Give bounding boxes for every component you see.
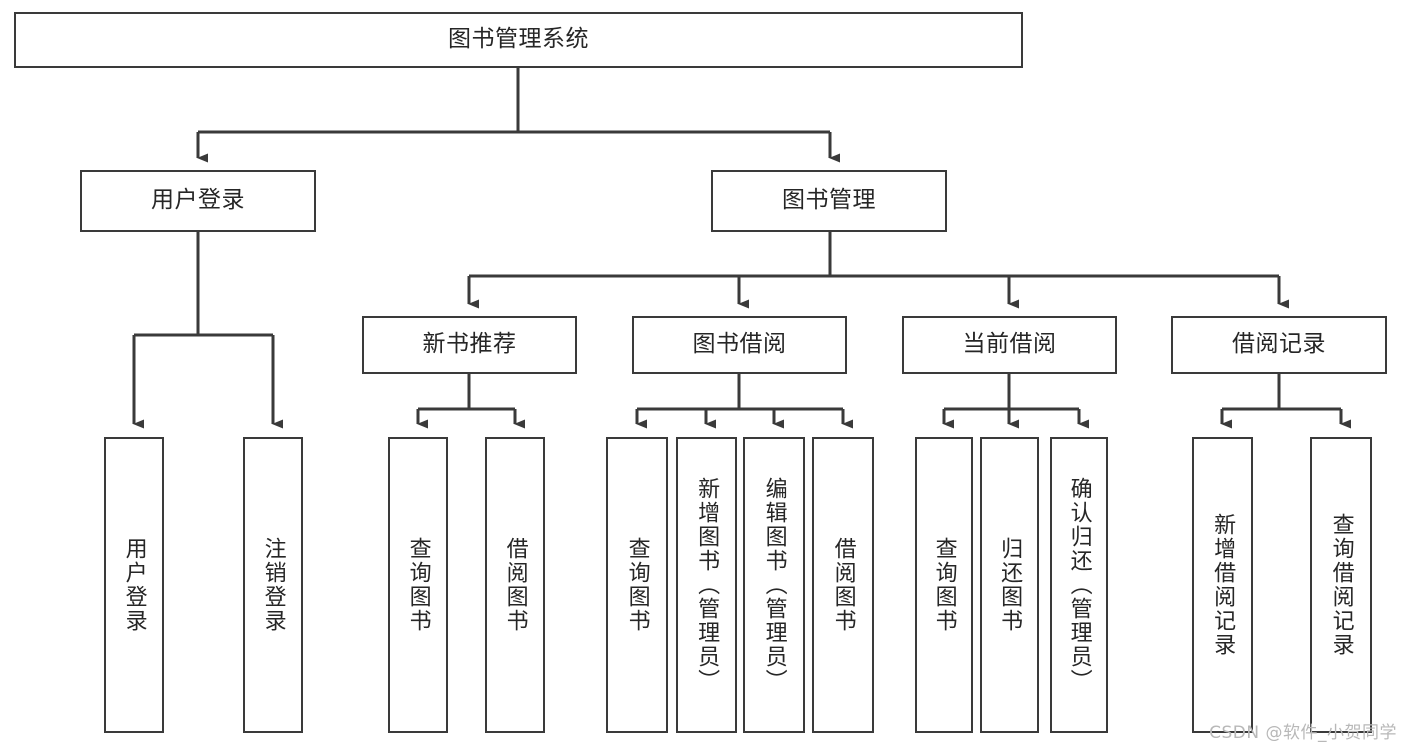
node-user-login-label: 用户登录 xyxy=(151,187,245,214)
node-leaf-borrow-book-label: 借阅图书 xyxy=(830,537,856,633)
node-leaf-borrow-book-rec-label: 借阅图书 xyxy=(502,537,528,633)
node-leaf-query-book-cur-label: 查询图书 xyxy=(931,537,957,633)
node-leaf-return-book-label: 归还图书 xyxy=(997,537,1023,633)
node-leaf-query-book-borrow[interactable]: 查询图书 xyxy=(606,437,668,733)
node-leaf-query-book-borrow-label: 查询图书 xyxy=(624,537,650,633)
node-borrow-record[interactable]: 借阅记录 xyxy=(1171,316,1387,374)
node-leaf-edit-book[interactable]: 编辑图书（管理员） xyxy=(743,437,805,733)
node-book-borrow-label: 图书借阅 xyxy=(692,331,787,358)
node-leaf-query-book-rec-label: 查询图书 xyxy=(405,537,431,633)
node-leaf-query-record-label: 查询借阅记录 xyxy=(1328,513,1354,657)
node-leaf-confirm-return-label: 确认归还（管理员） xyxy=(1066,477,1092,693)
node-leaf-query-book-cur[interactable]: 查询图书 xyxy=(915,437,973,733)
node-book-manage[interactable]: 图书管理 xyxy=(711,170,947,232)
node-current-borrow[interactable]: 当前借阅 xyxy=(902,316,1117,374)
node-leaf-add-book-label: 新增图书（管理员） xyxy=(694,477,720,693)
node-leaf-user-logout-label: 注销登录 xyxy=(260,537,286,633)
node-leaf-borrow-book-rec[interactable]: 借阅图书 xyxy=(485,437,545,733)
node-user-login[interactable]: 用户登录 xyxy=(80,170,316,232)
node-leaf-add-book[interactable]: 新增图书（管理员） xyxy=(676,437,737,733)
node-leaf-confirm-return[interactable]: 确认归还（管理员） xyxy=(1050,437,1108,733)
node-leaf-user-login[interactable]: 用户登录 xyxy=(104,437,164,733)
node-leaf-query-record[interactable]: 查询借阅记录 xyxy=(1310,437,1372,733)
node-leaf-user-logout[interactable]: 注销登录 xyxy=(243,437,303,733)
node-current-borrow-label: 当前借阅 xyxy=(962,331,1057,358)
node-new-book-rec[interactable]: 新书推荐 xyxy=(362,316,577,374)
node-borrow-record-label: 借阅记录 xyxy=(1232,331,1326,358)
node-root-label: 图书管理系统 xyxy=(448,26,589,53)
csdn-watermark: CSDN @软件_小贺同学 xyxy=(1209,723,1397,743)
node-leaf-borrow-book[interactable]: 借阅图书 xyxy=(812,437,874,733)
node-leaf-return-book[interactable]: 归还图书 xyxy=(980,437,1039,733)
node-book-borrow[interactable]: 图书借阅 xyxy=(632,316,847,374)
node-leaf-add-record[interactable]: 新增借阅记录 xyxy=(1192,437,1253,733)
node-leaf-add-record-label: 新增借阅记录 xyxy=(1210,513,1236,657)
node-new-book-rec-label: 新书推荐 xyxy=(422,331,517,358)
node-leaf-edit-book-label: 编辑图书（管理员） xyxy=(761,477,787,693)
node-leaf-user-login-label: 用户登录 xyxy=(121,537,147,633)
node-book-manage-label: 图书管理 xyxy=(782,187,876,214)
node-root[interactable]: 图书管理系统 xyxy=(14,12,1023,68)
node-leaf-query-book-rec[interactable]: 查询图书 xyxy=(388,437,448,733)
